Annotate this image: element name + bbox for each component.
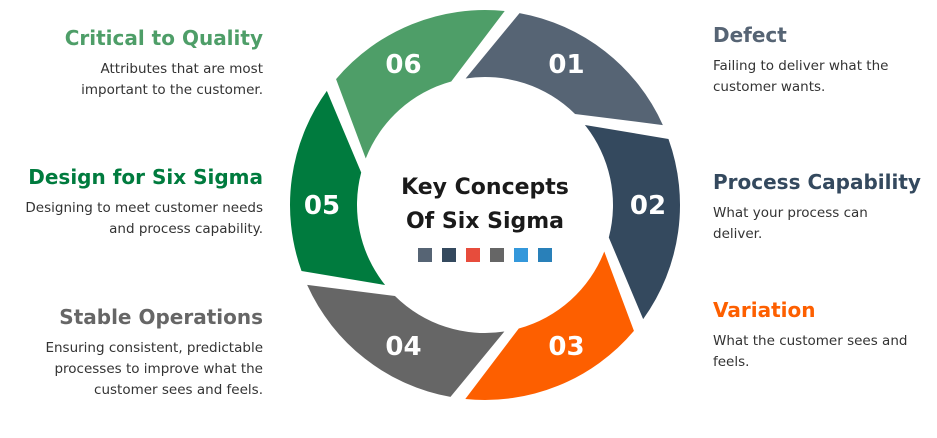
legend-square [538, 248, 552, 262]
segment-number-04: 04 [385, 332, 421, 362]
segment-number-05: 05 [304, 191, 340, 221]
concept-desc-line: processes to improve what the [54, 361, 263, 377]
concept-desc-line: Ensuring consistent, predictable [45, 340, 263, 356]
legend-square [418, 248, 432, 262]
segment-03 [465, 251, 634, 401]
concept-desc-line: Designing to meet customer needs [25, 200, 263, 216]
concept-defect: Defect Failing to deliver what the custo… [713, 22, 937, 98]
segment-number-01: 01 [548, 50, 584, 80]
segment-number-02: 02 [630, 191, 666, 221]
concept-desc-line: deliver. [713, 226, 763, 242]
segment-06 [336, 10, 505, 159]
concept-title: Variation [713, 298, 816, 322]
concept-desc-line: What your process can [713, 205, 868, 221]
center-title-line1: Key Concepts [401, 175, 569, 200]
segment-number-06: 06 [385, 50, 421, 80]
legend-square [514, 248, 528, 262]
segment-02 [584, 124, 680, 320]
segment-05 [290, 90, 386, 286]
concept-variation: Variation What the customer sees and fee… [713, 297, 937, 373]
legend-square [490, 248, 504, 262]
concept-critical-to-quality: Critical to Quality Attributes that are … [0, 25, 263, 101]
concept-desc-line: and process capability. [109, 221, 263, 237]
concept-desc-line: customer sees and feels. [94, 382, 263, 398]
concept-process-capability: Process Capability What your process can… [713, 169, 937, 245]
concept-title: Stable Operations [59, 305, 263, 329]
legend-square [466, 248, 480, 262]
concept-title: Design for Six Sigma [28, 165, 263, 189]
concept-title: Process Capability [713, 170, 921, 194]
segment-number-03: 03 [548, 332, 584, 362]
legend-square [442, 248, 456, 262]
concept-desc-line: customer wants. [713, 79, 826, 95]
concept-desc-line: Failing to deliver what the [713, 58, 889, 74]
concept-title: Critical to Quality [64, 26, 263, 50]
concept-desc-line: feels. [713, 354, 750, 370]
concept-desc-line: Attributes that are most [100, 61, 263, 77]
segment-01 [465, 13, 663, 126]
center-title-line2: Of Six Sigma [406, 209, 564, 234]
segment-04 [307, 284, 505, 397]
concept-stable-operations: Stable Operations Ensuring consistent, p… [0, 304, 263, 401]
concept-desc-line: important to the customer. [81, 82, 263, 98]
concept-design-for-six-sigma: Design for Six Sigma Designing to meet c… [0, 164, 263, 240]
concept-title: Defect [713, 23, 787, 47]
concept-desc-line: What the customer sees and [713, 333, 908, 349]
